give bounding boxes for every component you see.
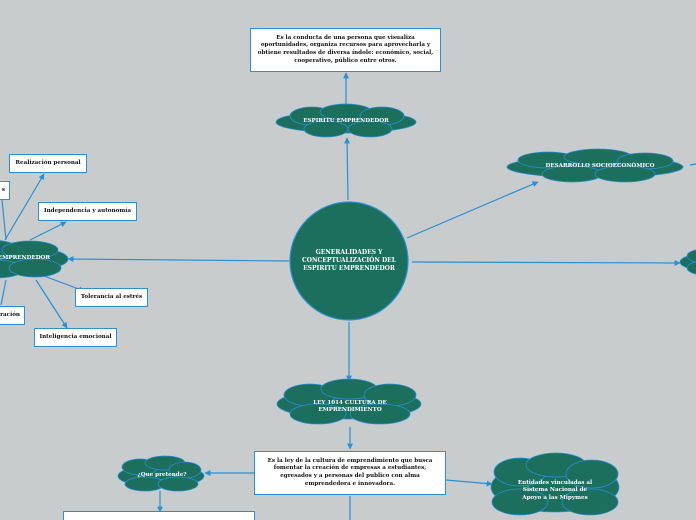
link-to-independencia — [29, 221, 67, 241]
item-tolerancia-estres[interactable]: Tolerancia al estrés — [75, 288, 148, 307]
cloud-que-pretende-label: ¿Que pretende? — [137, 472, 187, 479]
cloud-desarrollo-socioeconomico[interactable] — [506, 148, 684, 183]
cloud-espiritu-emprendedor[interactable] — [275, 103, 417, 138]
item-inteligencia-emocional[interactable]: Inteligencia emocional — [34, 328, 117, 347]
item-partial-bottom[interactable]: ración — [0, 306, 25, 325]
link-to-partial-bottom — [0, 279, 7, 306]
item-partial-top[interactable]: s — [0, 181, 10, 200]
link-desarrollo-right — [689, 163, 696, 166]
cloud-ley-1014-label: LEY 1014 CULTURA DE EMPRENDIMIENTO — [313, 399, 387, 413]
cloud-desarrollo-socioeconomico-label: DESARROLLO SOCIOECONÓMICO — [545, 163, 655, 170]
definition-espiritu-emprendedor[interactable]: Es la conducta de una persona que visual… — [250, 28, 441, 72]
definition-ley-1014[interactable]: Es la ley de la cultura de emprendimient… — [254, 451, 446, 495]
cloud-right-partial[interactable] — [679, 249, 696, 275]
link-to-partial-top — [1, 199, 7, 241]
item-independencia-autonomia[interactable]: Independencia y autonomía — [38, 202, 137, 221]
link-center-to-espiritu — [344, 137, 351, 201]
link-to-realizacion — [4, 173, 45, 241]
cloud-emprendedor[interactable] — [0, 240, 69, 279]
cloud-ley-1014[interactable] — [276, 378, 422, 425]
link-definition-to-entidades — [445, 479, 493, 487]
link-center-to-desarrollo — [406, 181, 539, 239]
link-center-to-emprendedor — [67, 256, 290, 263]
cloud-entidades[interactable] — [490, 452, 620, 516]
center-node[interactable] — [289, 201, 409, 321]
box-bottom-partial[interactable] — [63, 511, 255, 520]
cloud-emprendedor-label: EMPRENDEDOR — [0, 255, 51, 262]
center-node-label: GENERALIDADES Y CONCEPTUALIZACIÓN DEL ES… — [302, 249, 396, 272]
cloud-entidades-label: Entidades vinculadas al Sistema Nacional… — [517, 480, 593, 501]
cloud-que-pretende[interactable] — [117, 455, 205, 492]
link-center-to-right — [411, 259, 681, 266]
cloud-espiritu-emprendedor-label: ESPIRITU EMPRENDEDOR — [303, 118, 389, 125]
item-realizacion-personal[interactable]: Realización personal — [9, 154, 87, 173]
link-to-inteligencia — [35, 279, 68, 329]
